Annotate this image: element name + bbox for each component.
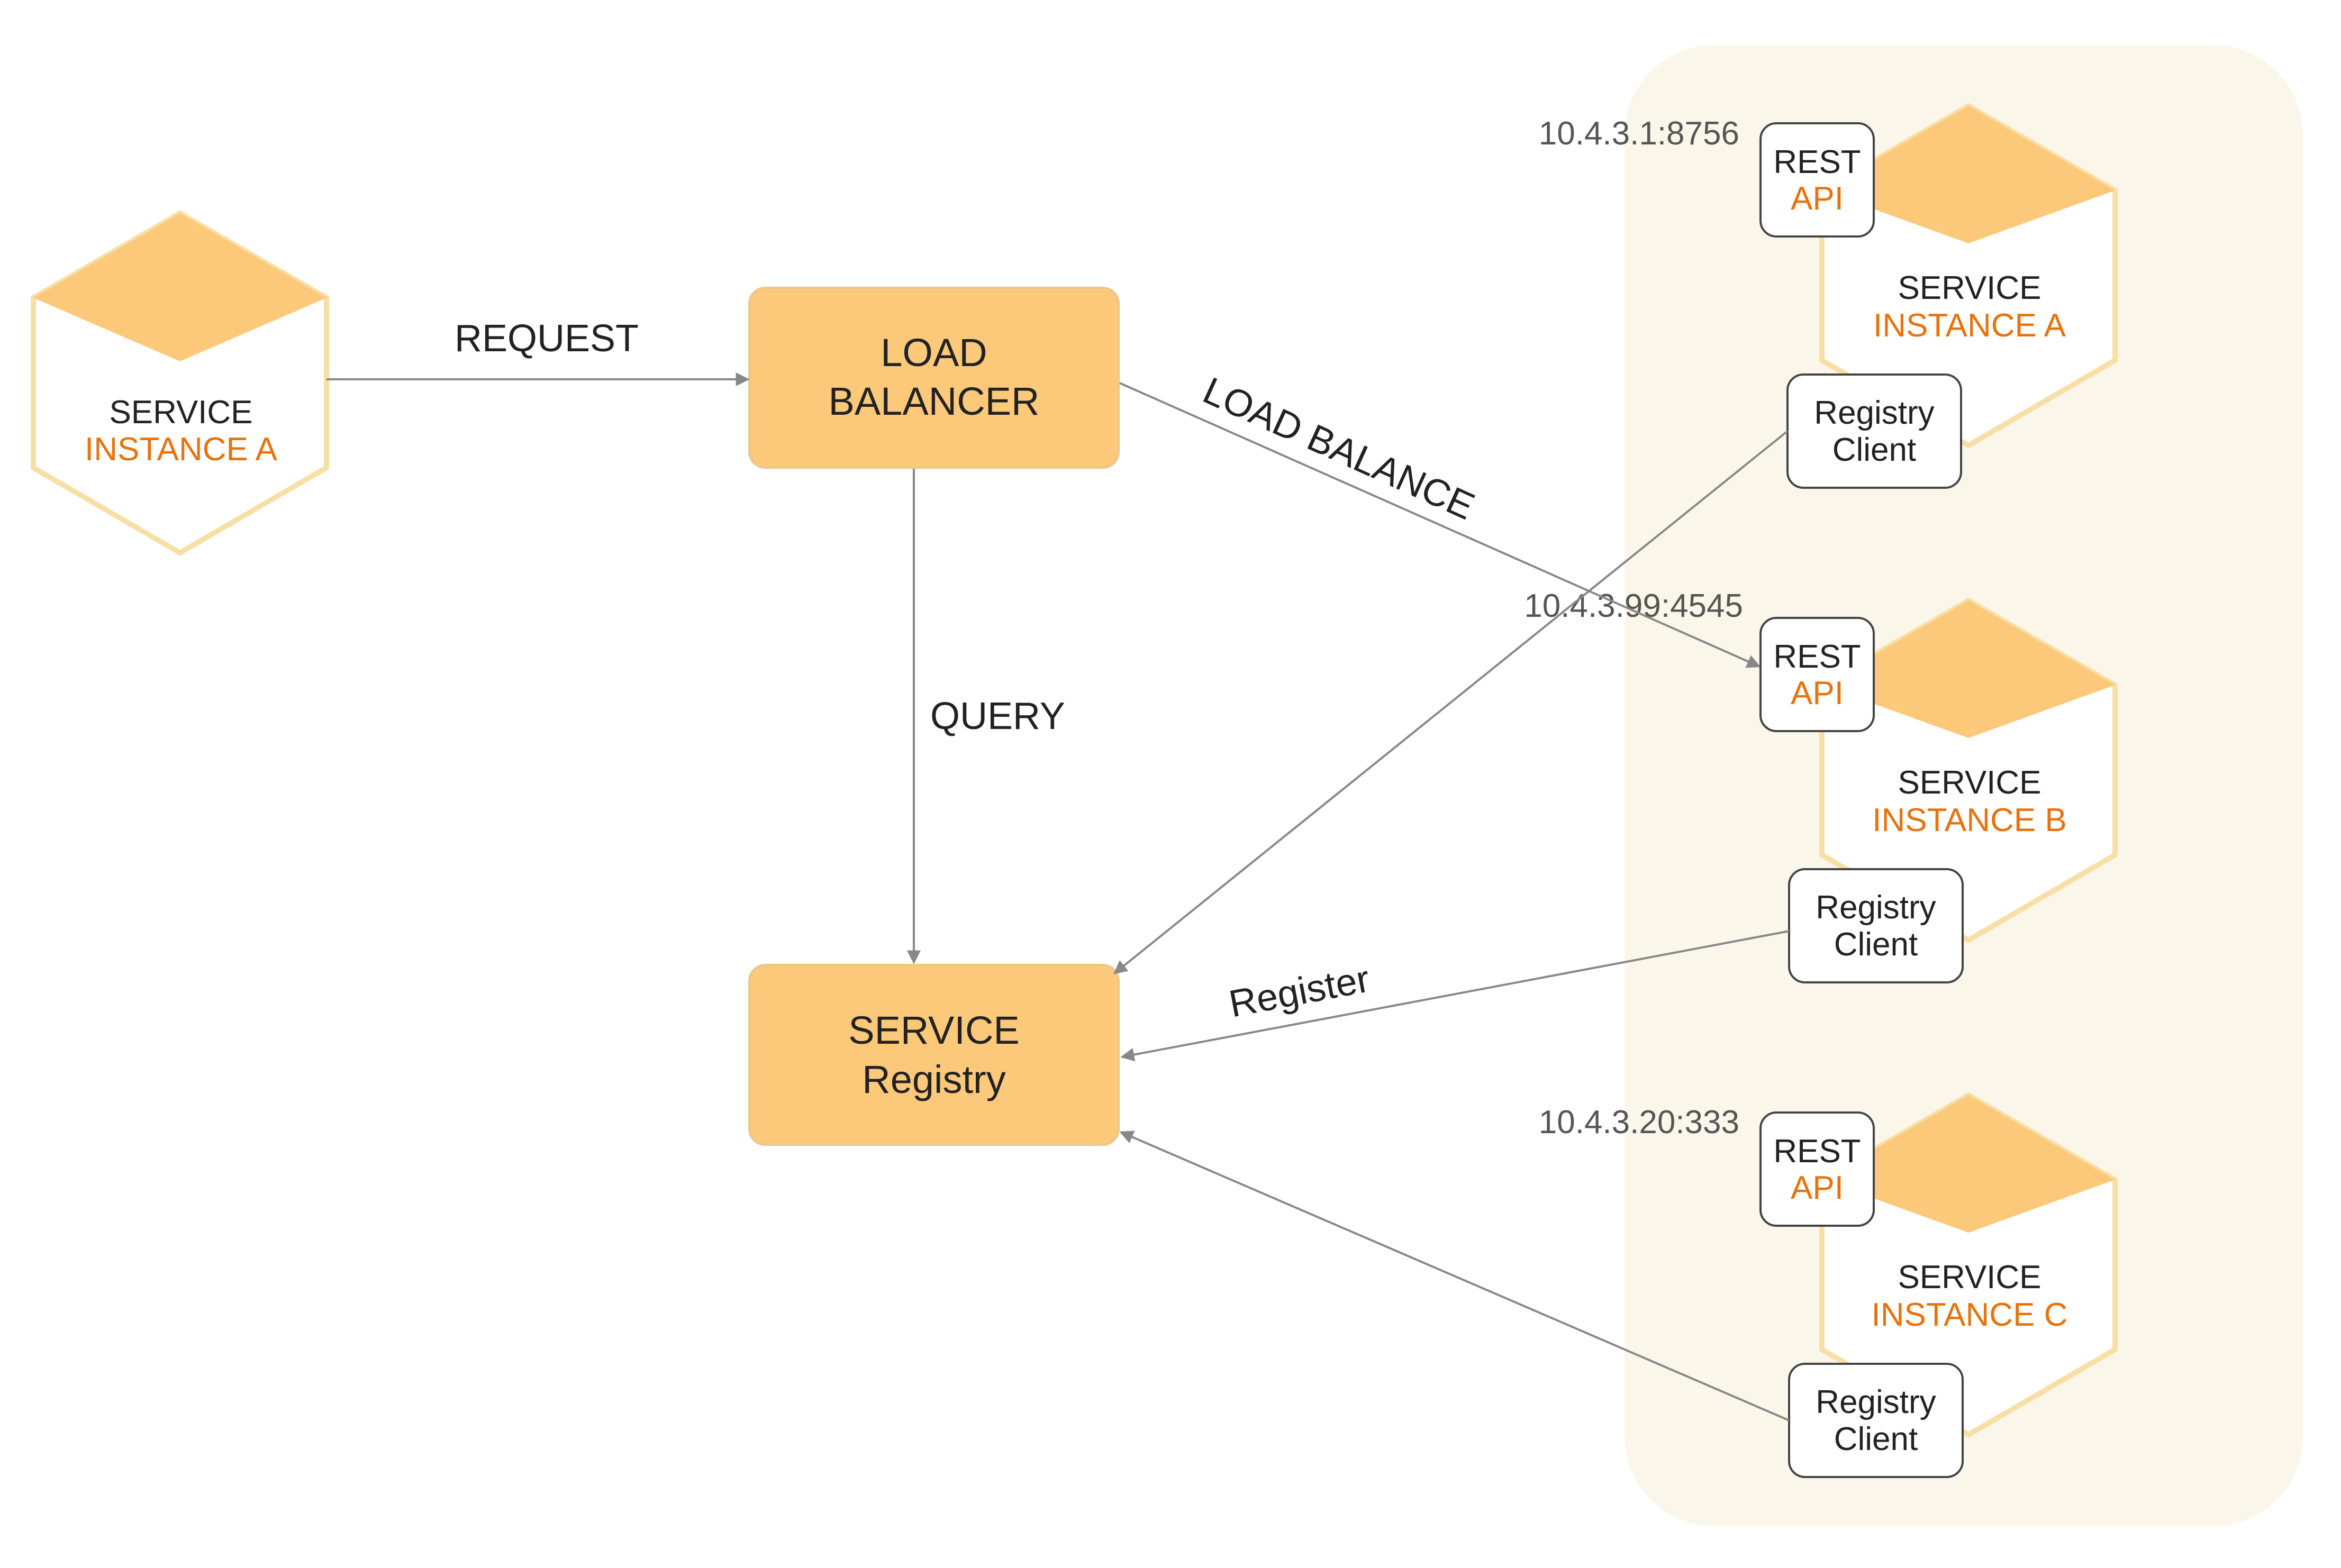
edge-label-register: Register [1226, 958, 1373, 1025]
edge-register-instance-b [1120, 930, 1790, 1062]
edge-label-query: QUERY [930, 695, 1065, 737]
instance-a-rest-label: REST [1773, 144, 1861, 180]
client-service-hexagon: SERVICE INSTANCE A [31, 211, 329, 555]
instance-a-rest-api-badge: REST API [1759, 122, 1875, 238]
service-instance-c-group: 10.4.3.20:333 SERVICE INSTANCE C REST AP… [1539, 1092, 2118, 1478]
instance-c-address: 10.4.3.20:333 [1539, 1104, 1739, 1141]
edges [326, 372, 1790, 1421]
instance-b-service-label: SERVICE [1898, 764, 2041, 801]
instance-c-service-label: SERVICE [1898, 1259, 2041, 1296]
instance-b-client-label: Client [1834, 926, 1918, 963]
instance-a-address: 10.4.3.1:8756 [1539, 115, 1739, 152]
edge-label-load-balance: LOAD BALANCE [1197, 369, 1481, 528]
instance-b-hexagon [1819, 598, 2118, 943]
edge-register-instance-c [1119, 1131, 1790, 1421]
service-registry-label-line2: Registry [862, 1058, 1005, 1101]
service-registry-box: SERVICE Registry [748, 964, 1120, 1146]
edge-load-balance [1119, 382, 1761, 668]
load-balancer-label-line1: LOAD [881, 331, 987, 375]
client-instance-label: INSTANCE A [85, 431, 278, 468]
instance-b-rest-api-badge: REST API [1759, 617, 1875, 732]
instance-b-api-label: API [1791, 675, 1844, 712]
instance-c-rest-label: REST [1773, 1133, 1861, 1170]
instance-c-rest-api-badge: REST API [1759, 1111, 1875, 1227]
edge-register-instance-a [1113, 430, 1789, 974]
instance-c-instance-label: INSTANCE C [1872, 1297, 2068, 1333]
instance-c-api-label: API [1791, 1170, 1844, 1206]
instance-a-instance-label: INSTANCE A [1873, 307, 2066, 344]
instance-b-instance-label: INSTANCE B [1872, 802, 2066, 838]
instance-c-registry-client-badge: Registry Client [1788, 1363, 1964, 1478]
instance-a-client-label: Client [1832, 432, 1917, 468]
load-balancer-box: LOAD BALANCER [748, 287, 1120, 469]
edge-label-request: REQUEST [455, 317, 639, 360]
service-registry-label-line1: SERVICE [848, 1008, 1020, 1052]
instance-c-registry-label: Registry [1816, 1384, 1936, 1420]
instance-a-service-label: SERVICE [1898, 270, 2041, 306]
instance-a-api-label: API [1791, 180, 1844, 217]
instance-b-rest-label: REST [1773, 639, 1861, 675]
instance-b-address: 10.4.3.99:4545 [1524, 588, 1743, 624]
load-balancer-label-line2: BALANCER [829, 379, 1040, 423]
instance-b-registry-label: Registry [1816, 889, 1936, 926]
service-instance-a-group: 10.4.3.1:8756 SERVICE INSTANCE A REST AP… [1539, 103, 2118, 489]
service-instance-b-group: 10.4.3.99:4545 SERVICE INSTANCE B REST A… [1524, 588, 2118, 983]
client-service-label: SERVICE [109, 394, 252, 431]
instance-c-client-label: Client [1834, 1421, 1918, 1457]
instance-a-registry-label: Registry [1814, 395, 1934, 431]
instance-a-registry-client-badge: Registry Client [1786, 373, 1962, 489]
instance-b-registry-client-badge: Registry Client [1788, 868, 1964, 983]
instance-a-hexagon [1819, 103, 2118, 448]
